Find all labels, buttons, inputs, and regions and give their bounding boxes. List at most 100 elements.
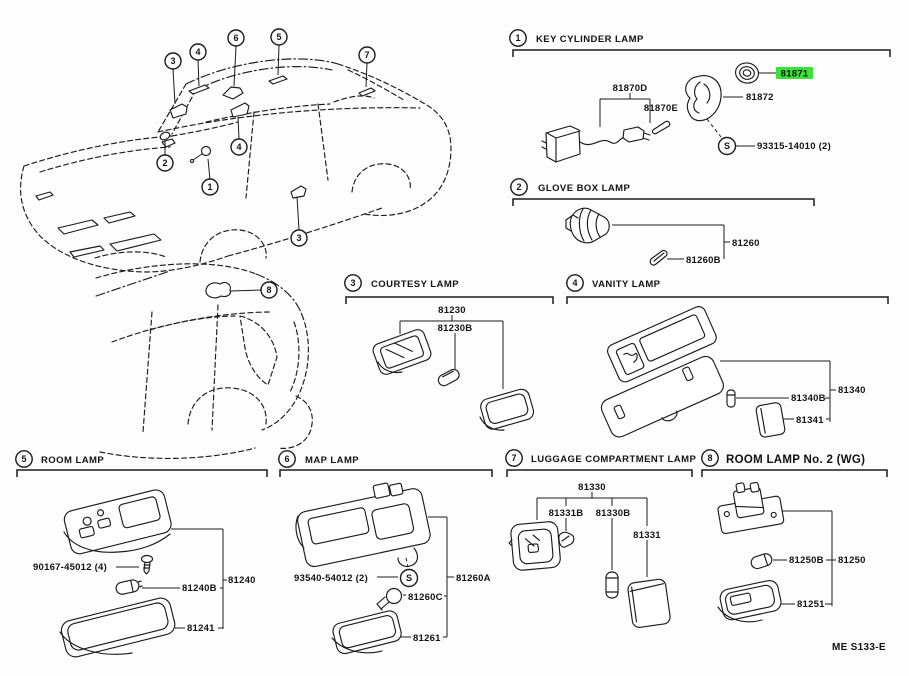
section-courtesy-lamp: 3 COURTESY LAMP 81230 81230B (344, 274, 554, 431)
section-number: 6 (284, 454, 289, 464)
section-number: 8 (707, 453, 712, 463)
section-bracket (506, 469, 693, 477)
screw-dashed-line (405, 557, 409, 568)
part-label-81241[interactable]: 81241 (187, 623, 215, 634)
screw-letter: S (406, 573, 412, 583)
part-label-81871-highlighted[interactable]: 81871 (781, 69, 809, 80)
section-number-circle (566, 274, 584, 292)
part-label-81260B[interactable]: 81260B (686, 255, 721, 266)
wagon-body-lines (94, 251, 313, 459)
page-code: ME S133-E (832, 642, 886, 653)
section-room-lamp-no2: 8 ROOM LAMP No. 2 (WG) (701, 449, 888, 623)
section-title: MAP LAMP (305, 455, 359, 466)
label-lines (599, 72, 776, 147)
section-number-circle (510, 178, 528, 196)
part-label-93315-14010[interactable]: 93315-14010 (2) (757, 141, 831, 152)
sedan-callout-5: 5 (270, 28, 288, 46)
room-lamp2-housing-drawing (717, 481, 785, 535)
label-lines (536, 492, 648, 577)
label-lines (773, 510, 836, 606)
section-number-circle (15, 450, 33, 468)
section-number: 5 (21, 454, 26, 464)
part-label-81250[interactable]: 81250 (838, 555, 866, 566)
part-label-90167-45012[interactable]: 90167-45012 (4) (33, 562, 107, 573)
part-label-93540-54012[interactable]: 93540-54012 (2) (294, 573, 368, 584)
part-label-81260C[interactable]: 81260C (408, 592, 443, 603)
room-lamp-screw-drawing (140, 554, 154, 575)
sedan-callout-3-top: 3 (164, 52, 182, 70)
section-luggage-compartment-lamp: 7 LUGGAGE COMPARTMENT LAMP 81330 81331 (505, 449, 696, 628)
luggage-lens-drawing (627, 578, 671, 628)
sedan-callout-4-top: 4 (189, 43, 207, 61)
part-label-81230[interactable]: 81230 (438, 305, 466, 316)
screw-letter: S (724, 141, 730, 151)
room-lamp2-bulb-drawing (750, 553, 773, 570)
wagon-overview-drawing: 8 (94, 251, 313, 459)
callout-number: 4 (236, 142, 241, 152)
section-bracket (512, 198, 815, 206)
part-label-81340B[interactable]: 81340B (791, 393, 826, 404)
sedan-callout-leader-lines (164, 44, 368, 231)
label-lines (399, 315, 504, 389)
part-label-81260[interactable]: 81260 (732, 238, 760, 249)
part-label-81341[interactable]: 81341 (796, 415, 824, 426)
part-label-81250B[interactable]: 81250B (789, 555, 824, 566)
section-bracket (16, 469, 268, 477)
callout-number: 3 (170, 56, 175, 66)
part-label-81240[interactable]: 81240 (228, 575, 256, 586)
callout-number: 8 (266, 285, 271, 295)
highlighted-part-background[interactable] (776, 67, 813, 79)
part-label-81330B[interactable]: 81330B (596, 508, 631, 519)
wagon-roof-lines (95, 270, 303, 316)
section-bracket (512, 49, 891, 57)
section-room-lamp: 5 ROOM LAMP (15, 450, 268, 658)
section-key-cylinder-lamp: 1 KEY CYLINDER LAMP S 81870D 8 (509, 29, 891, 163)
part-label-81331B[interactable]: 81331B (549, 508, 584, 519)
luggage-lamp-housing-drawing (508, 521, 561, 571)
part-label-81260A[interactable]: 81260A (456, 573, 491, 584)
part-label-81872[interactable]: 81872 (746, 92, 774, 103)
part-label-81340[interactable]: 81340 (838, 385, 866, 396)
section-number: 3 (350, 278, 355, 288)
key-cylinder-bulb-drawing (651, 120, 671, 135)
section-number-circle (278, 450, 296, 468)
courtesy-lamp-drawing (372, 329, 432, 375)
part-label-81251[interactable]: 81251 (797, 599, 825, 610)
section-bracket (566, 296, 889, 304)
callout-number: 7 (364, 50, 369, 60)
section-number: 4 (572, 278, 577, 288)
section-title: LUGGAGE COMPARTMENT LAMP (531, 454, 696, 465)
part-label-81330[interactable]: 81330 (578, 482, 606, 493)
room-lamp-housing-drawing (63, 489, 172, 555)
wagon-lamp-location-mark (205, 281, 232, 299)
courtesy-switch-mark (159, 131, 171, 141)
key-cylinder-mark (200, 145, 212, 157)
section-title: ROOM LAMP No. 2 (WG) (726, 454, 865, 466)
sedan-roof-lines (185, 58, 339, 91)
key-cylinder-mark-tip (189, 158, 195, 164)
lamp-housing-drawing (685, 75, 722, 122)
part-label-81240B[interactable]: 81240B (182, 583, 217, 594)
sedan-lamp-location-marks (169, 75, 376, 199)
vanity-lens-drawing (755, 402, 786, 438)
sedan-callout-4-mid: 4 (230, 138, 248, 156)
vanity-bulb-drawing (726, 389, 736, 408)
luggage-bulb-drawing (605, 571, 619, 599)
callout-number: 5 (276, 32, 281, 42)
part-label-81261[interactable]: 81261 (413, 633, 441, 644)
screw-dashed-line (706, 118, 722, 138)
part-label-81331[interactable]: 81331 (633, 530, 661, 541)
label-lines (612, 224, 730, 260)
luggage-socket-drawing (558, 531, 575, 548)
section-title: GLOVE BOX LAMP (538, 183, 631, 194)
map-lamp-bulb-drawing (376, 587, 403, 611)
room-lamp-bulb-drawing (115, 579, 143, 595)
part-label-81870E[interactable]: 81870E (644, 103, 678, 114)
section-vanity-lamp: 4 VANITY LAMP 81340 (566, 274, 889, 438)
key-cylinder-sensor-drawing (541, 125, 651, 163)
callout-number: 4 (195, 47, 200, 57)
part-label-81230B[interactable]: 81230B (438, 323, 473, 334)
part-label-81870D[interactable]: 81870D (613, 83, 648, 94)
